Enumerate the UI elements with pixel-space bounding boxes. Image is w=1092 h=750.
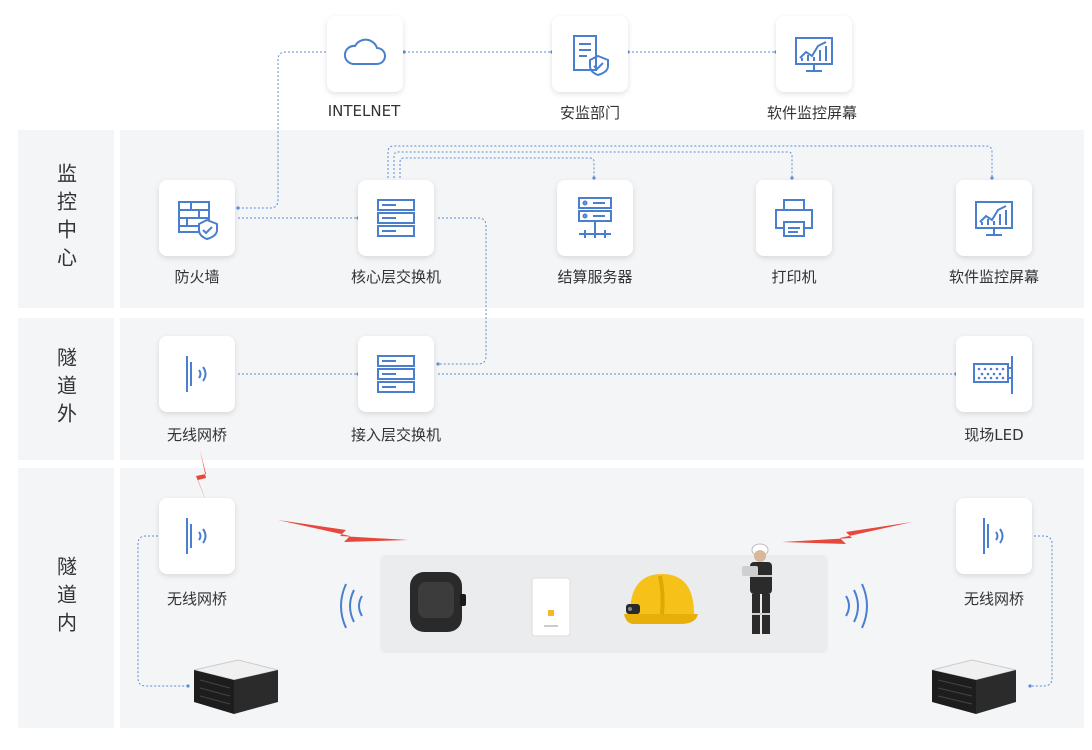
worker-icon [742, 543, 772, 634]
inside-right-bridge-label: 无线网桥 [963, 590, 1025, 608]
inside-left-bridge-label: 无线网桥 [166, 590, 228, 608]
firewall-icon [178, 201, 218, 241]
settlement-server-node[interactable] [557, 180, 633, 256]
internet-node[interactable] [327, 16, 403, 92]
access-switch-node[interactable] [358, 336, 434, 412]
left-reader-base-station-icon [193, 659, 279, 714]
safety-dept-label: 安监部门 [559, 104, 621, 122]
firewall-label: 防火墙 [174, 268, 220, 286]
access-switch-label: 接入层交换机 [350, 426, 442, 444]
helmet-icon [624, 574, 698, 624]
top-software-screen-label: 软件监控屏幕 [766, 104, 858, 122]
band-label-tunnel-outside: 隧道外 [18, 318, 120, 460]
shield-document-icon [573, 35, 609, 77]
settlement-server-label: 结算服务器 [557, 268, 633, 286]
wireless-bridge-icon [186, 518, 207, 554]
printer-node[interactable] [756, 180, 832, 256]
safety-dept-node[interactable] [552, 16, 628, 92]
tag-card-icon [531, 577, 571, 637]
wireless-bridge-icon [186, 356, 207, 392]
core-switch-node[interactable] [358, 180, 434, 256]
led-board-icon [973, 356, 1013, 394]
monitor-chart-icon [975, 201, 1013, 236]
led-label: 现场LED [964, 426, 1024, 444]
inside-left-bridge-node[interactable] [159, 498, 235, 574]
inside-right-bridge-node[interactable] [956, 498, 1032, 574]
firewall-node[interactable] [159, 180, 235, 256]
band-tunnel-outside [120, 318, 1084, 460]
top-software-screen-node[interactable] [776, 16, 852, 92]
outside-wireless-bridge-label: 无线网桥 [166, 426, 228, 444]
band-title-tunnel-outside: 隧道外 [53, 347, 78, 431]
switch-icon [377, 199, 415, 237]
server-icon [578, 197, 612, 238]
software-screen-node[interactable] [956, 180, 1032, 256]
core-switch-label: 核心层交换机 [350, 268, 442, 286]
internet-label: INTELNET [327, 102, 401, 120]
smartwatch-icon [410, 572, 466, 632]
printer-label: 打印机 [771, 268, 817, 286]
wireless-bridge-icon [983, 518, 1004, 554]
led-node[interactable] [956, 336, 1032, 412]
band-label-tunnel-inside: 隧道内 [18, 468, 120, 728]
outside-wireless-bridge-node[interactable] [159, 336, 235, 412]
right-reader-base-station-icon [931, 659, 1017, 714]
software-screen-label: 软件监控屏幕 [948, 268, 1040, 286]
printer-icon [775, 199, 813, 237]
switch-icon [377, 355, 415, 393]
cloud-icon [344, 38, 386, 65]
band-title-monitor-center: 监控中心 [53, 163, 78, 275]
monitor-chart-icon [795, 37, 833, 72]
band-title-tunnel-inside: 隧道内 [53, 556, 78, 640]
band-label-monitor-center: 监控中心 [18, 130, 120, 308]
